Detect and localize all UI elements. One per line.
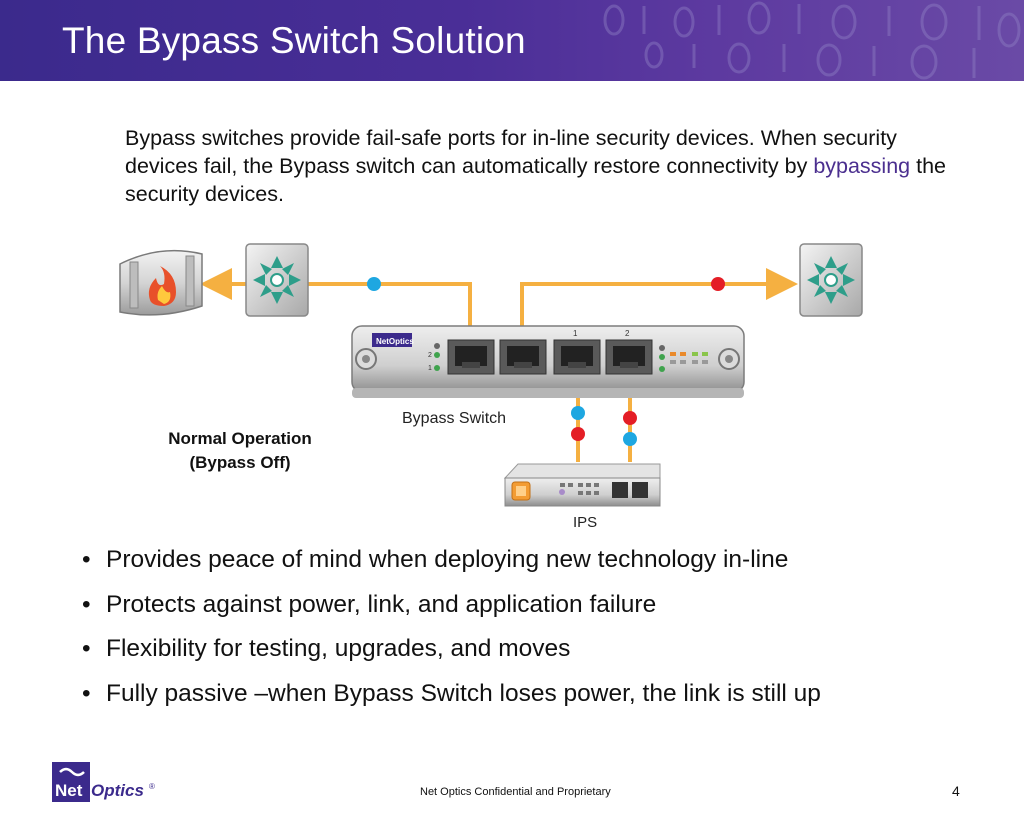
led-label-1: 1 xyxy=(428,365,432,372)
intro-text-start: Bypass switches provide fail-safe ports … xyxy=(125,126,897,178)
intro-highlight-bypassing: bypassing xyxy=(813,154,911,178)
caption-line-2: (Bypass Off) xyxy=(189,453,291,472)
firewall-icon xyxy=(119,249,203,316)
bullet-item: • Flexibility for testing, upgrades, and … xyxy=(82,627,821,672)
confidential-notice: Net Optics Confidential and Proprietary xyxy=(420,786,611,798)
bullet-glyph: • xyxy=(82,546,91,573)
red-marker xyxy=(711,277,725,291)
caption-line-1: Normal Operation xyxy=(168,429,312,448)
logo-optics: Optics xyxy=(91,781,144,800)
diagram-caption: Normal Operation (Bypass Off) xyxy=(140,427,340,475)
bullet-item: • Protects against power, link, and appli… xyxy=(82,583,821,628)
ips-device xyxy=(503,463,661,507)
red-marker xyxy=(571,427,585,441)
bypass-diagram: NetOptics 2 1 1 2 xyxy=(119,243,863,507)
blue-marker xyxy=(623,432,637,446)
ips-label: IPS xyxy=(573,514,598,531)
bullet-text: Provides peace of mind when deploying ne… xyxy=(106,546,789,573)
blue-marker xyxy=(367,277,381,291)
bullet-item: • Fully passive –when Bypass Switch loses… xyxy=(82,672,821,717)
title-bar: The Bypass Switch Solution xyxy=(0,0,1024,81)
network-port xyxy=(553,339,601,375)
bullet-text: Fully passive –when Bypass Switch loses … xyxy=(106,679,821,707)
binary-pattern-decoration xyxy=(603,1,1021,80)
logo-registered-mark: ® xyxy=(149,782,155,791)
page-number: 4 xyxy=(952,783,960,799)
switch-logo-text: NetOptics xyxy=(376,337,414,346)
network-switch-icon xyxy=(245,243,309,317)
bullet-text: Flexibility for testing, upgrades, and m… xyxy=(106,635,571,662)
bullet-text: Protects against power, link, and applic… xyxy=(106,590,657,618)
bypass-switch-device: NetOptics 2 1 1 2 xyxy=(351,325,745,398)
network-port xyxy=(605,339,653,375)
link-bypass-to-right-switch xyxy=(520,268,798,340)
intro-paragraph: Bypass switches provide fail-safe ports … xyxy=(125,124,965,208)
link-left-switch-to-bypass xyxy=(308,282,472,340)
network-port xyxy=(447,339,495,375)
port-label-1: 1 xyxy=(573,329,578,338)
net-optics-logo: Net Optics ® xyxy=(52,762,155,802)
bullet-item: • Provides peace of mind when deploying n… xyxy=(82,538,821,583)
bullet-glyph: • xyxy=(82,635,91,662)
intro-text-end: the security devices. xyxy=(125,154,947,206)
logo-net: Net xyxy=(55,781,83,800)
led-label-2: 2 xyxy=(428,352,432,359)
network-port xyxy=(499,339,547,375)
bullet-glyph: • xyxy=(82,679,91,707)
bypass-switch-label: Bypass Switch xyxy=(402,410,507,427)
port-label-2: 2 xyxy=(625,329,630,338)
red-marker xyxy=(623,411,637,425)
bullet-list: • Provides peace of mind when deploying n… xyxy=(82,538,821,716)
slide-title: The Bypass Switch Solution xyxy=(62,20,526,61)
bullet-glyph: • xyxy=(82,590,91,618)
blue-marker xyxy=(571,406,585,420)
network-switch-icon xyxy=(799,243,863,317)
